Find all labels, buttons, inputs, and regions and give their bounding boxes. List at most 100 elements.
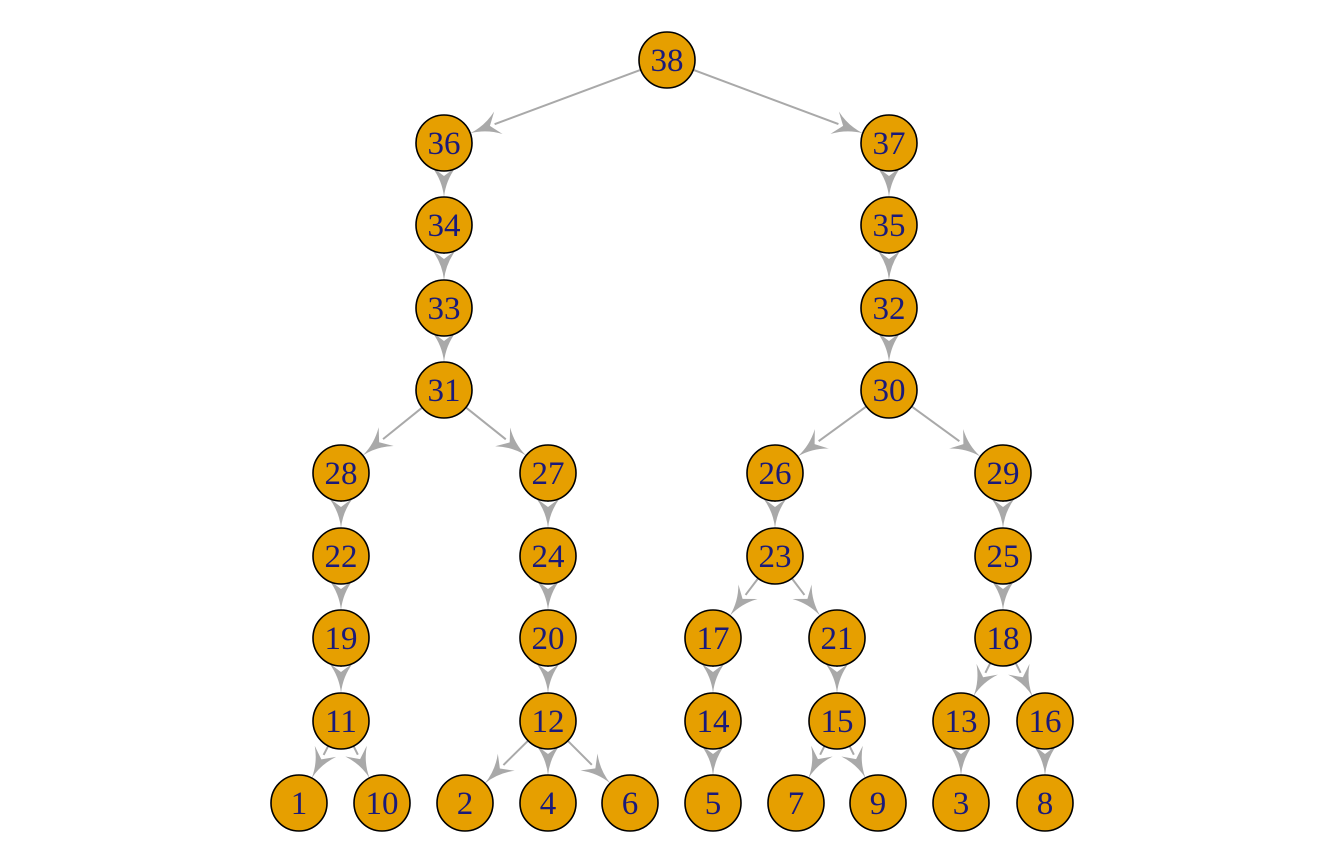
node-label: 32 xyxy=(873,291,906,327)
node-17: 17 xyxy=(684,609,742,667)
edge-38-37 xyxy=(692,68,863,134)
node-label: 9 xyxy=(870,786,887,822)
node-1: 1 xyxy=(270,774,328,832)
edge-26-23 xyxy=(763,498,787,528)
edge-23-21 xyxy=(791,577,821,616)
node-12: 12 xyxy=(519,692,577,750)
edge-22-19 xyxy=(329,580,353,610)
arrowhead xyxy=(329,580,353,610)
edge-28-22 xyxy=(329,498,353,528)
node-21: 21 xyxy=(808,609,866,667)
node-label: 31 xyxy=(428,373,461,409)
node-label: 1 xyxy=(291,786,308,822)
node-14: 14 xyxy=(684,692,742,750)
arrowhead xyxy=(877,250,901,280)
node-label: 13 xyxy=(945,704,978,740)
node-label: 12 xyxy=(532,704,565,740)
node-label: 21 xyxy=(821,621,854,657)
edge-line xyxy=(494,68,642,126)
node-circle xyxy=(684,692,742,750)
node-37: 37 xyxy=(860,114,918,172)
node-15: 15 xyxy=(808,692,866,750)
node-31: 31 xyxy=(415,361,473,419)
node-label: 10 xyxy=(366,786,399,822)
node-13: 13 xyxy=(932,692,990,750)
edge-line xyxy=(352,745,359,756)
node-circle xyxy=(684,609,742,667)
node-circle xyxy=(932,692,990,750)
node-25: 25 xyxy=(974,527,1032,585)
node-circle xyxy=(932,774,990,832)
edge-15-7 xyxy=(808,745,833,778)
node-label: 29 xyxy=(987,456,1020,492)
node-label: 4 xyxy=(540,786,557,822)
edges-layer xyxy=(311,68,1057,784)
node-22: 22 xyxy=(312,527,370,585)
node-circle xyxy=(849,774,907,832)
node-label: 20 xyxy=(532,621,565,657)
edge-30-26 xyxy=(797,405,867,457)
node-circle xyxy=(860,361,918,419)
node-label: 26 xyxy=(759,456,792,492)
edge-32-30 xyxy=(877,332,901,362)
node-9: 9 xyxy=(849,774,907,832)
arrowhead xyxy=(763,498,787,528)
node-label: 2 xyxy=(457,786,474,822)
node-label: 30 xyxy=(873,373,906,409)
node-28: 28 xyxy=(312,444,370,502)
node-label: 14 xyxy=(697,704,730,740)
node-circle xyxy=(974,527,1032,585)
edge-21-15 xyxy=(825,663,849,693)
node-circle xyxy=(860,279,918,337)
edge-25-18 xyxy=(991,580,1015,610)
node-30: 30 xyxy=(860,361,918,419)
node-circle xyxy=(1016,774,1074,832)
edge-20-12 xyxy=(536,663,560,693)
node-33: 33 xyxy=(415,279,473,337)
node-circle xyxy=(519,692,577,750)
node-24: 24 xyxy=(519,527,577,585)
arrowhead xyxy=(1033,745,1057,775)
arrowhead xyxy=(792,584,821,616)
node-circle xyxy=(415,196,473,254)
arrowhead xyxy=(841,745,866,778)
edge-12-6 xyxy=(567,740,611,784)
edge-18-16 xyxy=(1008,662,1033,697)
arrowhead xyxy=(495,427,527,456)
arrowhead xyxy=(329,498,353,528)
edge-line xyxy=(502,739,529,766)
arrowhead xyxy=(484,753,515,784)
node-circle xyxy=(746,444,804,502)
node-label: 37 xyxy=(873,126,906,162)
arrowhead xyxy=(432,332,456,362)
edge-line xyxy=(791,577,806,596)
node-circle xyxy=(415,279,473,337)
node-circle xyxy=(415,114,473,172)
edge-36-34 xyxy=(432,167,456,197)
node-circle xyxy=(860,196,918,254)
edge-line xyxy=(819,745,826,756)
node-circle xyxy=(974,609,1032,667)
edge-34-33 xyxy=(432,250,456,280)
edge-38-36 xyxy=(470,68,642,135)
edge-line xyxy=(567,740,593,766)
edge-19-11 xyxy=(329,663,353,693)
edge-24-20 xyxy=(536,580,560,610)
edge-12-2 xyxy=(484,739,529,784)
arrowhead xyxy=(729,584,758,616)
node-circle xyxy=(684,774,742,832)
node-7: 7 xyxy=(767,774,825,832)
node-label: 27 xyxy=(532,456,565,492)
node-36: 36 xyxy=(415,114,473,172)
node-circle xyxy=(312,444,370,502)
arrowhead xyxy=(877,332,901,362)
edge-line xyxy=(1014,662,1022,674)
node-10: 10 xyxy=(353,774,411,832)
node-label: 18 xyxy=(987,621,1020,657)
arrowhead xyxy=(830,111,863,134)
arrowhead xyxy=(470,111,503,135)
node-circle xyxy=(808,692,866,750)
arrowhead xyxy=(329,663,353,693)
